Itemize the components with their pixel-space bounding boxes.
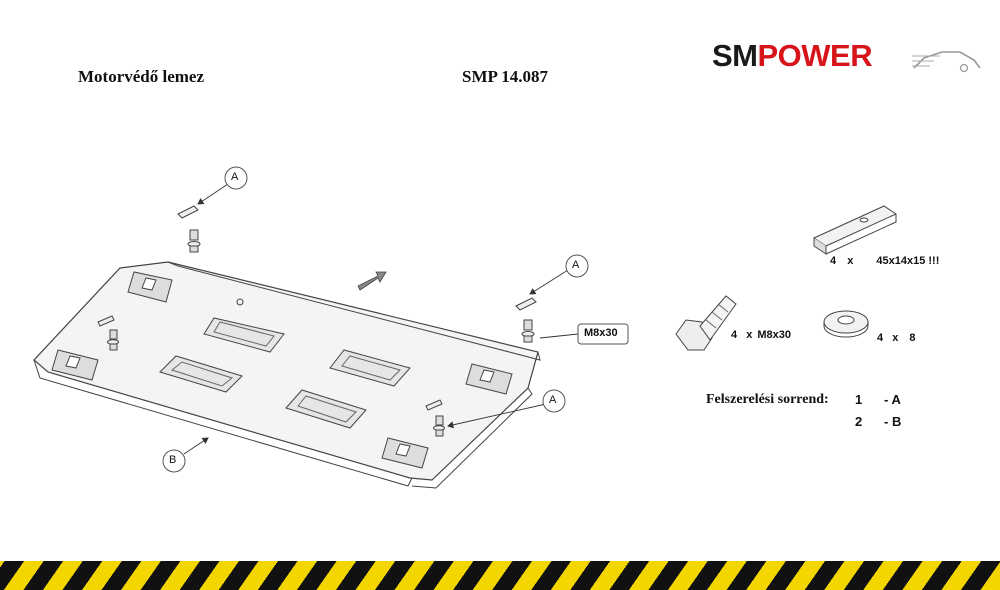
washer-part bbox=[823, 310, 869, 338]
embossed-panel bbox=[329, 349, 411, 387]
bolt-label: 4 x M8x30 bbox=[731, 329, 821, 341]
install-order-row-2-num: 2 bbox=[855, 414, 863, 429]
skid-plate bbox=[33, 261, 541, 489]
bolt-assembly-top bbox=[177, 205, 201, 253]
spacer-plate-x: x bbox=[847, 255, 854, 267]
part-code: SMP 14.087 bbox=[462, 67, 548, 86]
callout-a-top: A bbox=[231, 171, 239, 183]
logo-text-power: POWER bbox=[757, 38, 873, 73]
corner-bracket bbox=[465, 363, 513, 395]
spacer-plate-qty: 4 bbox=[830, 255, 837, 267]
install-order-row-1-letter: - A bbox=[884, 392, 901, 407]
embossed-panel bbox=[203, 317, 285, 353]
logo-text-sm: SM bbox=[712, 38, 758, 73]
embossed-panel bbox=[159, 355, 243, 393]
bolt-assembly-left bbox=[97, 315, 119, 351]
direction-arrow-icon bbox=[357, 271, 387, 291]
document-title: Motorvédő lemez bbox=[78, 67, 205, 86]
washer-qty: 4 bbox=[877, 332, 884, 344]
bolt-assembly-bottom bbox=[425, 399, 445, 437]
install-order-row-2-letter: - B bbox=[884, 414, 902, 429]
install-order-row-1-num: 1 bbox=[855, 392, 863, 407]
bolt-qty: 4 bbox=[731, 329, 738, 341]
washer-size: 8 bbox=[909, 332, 916, 344]
bolt-size: M8x30 bbox=[757, 329, 792, 341]
callout-a-bottom: A bbox=[549, 394, 557, 406]
smpower-logo: SMPOWER bbox=[712, 38, 982, 84]
washer-x: x bbox=[892, 332, 899, 344]
callout-bolt-size: M8x30 bbox=[584, 327, 618, 339]
spacer-plate-label: 4 x 45x14x15 !!! bbox=[830, 255, 970, 267]
callout-b: B bbox=[169, 454, 177, 466]
washer-label: 4 x 8 bbox=[877, 332, 937, 344]
callout-a-right: A bbox=[572, 259, 580, 271]
car-silhouette-icon bbox=[912, 51, 981, 73]
hazard-stripe-footer bbox=[0, 561, 1000, 590]
spacer-plate-part bbox=[812, 205, 898, 255]
embossed-panel bbox=[285, 389, 367, 429]
hex-bolt-part bbox=[675, 295, 737, 351]
spacer-plate-size: 45x14x15 !!! bbox=[876, 255, 940, 267]
install-order-label: Felszerelési sorrend: bbox=[706, 392, 829, 407]
corner-bracket bbox=[127, 271, 173, 303]
corner-bracket bbox=[381, 437, 429, 469]
corner-bracket bbox=[51, 349, 99, 381]
bolt-assembly-right bbox=[515, 297, 537, 343]
bolt-x: x bbox=[746, 329, 753, 341]
skid-plate-drawing bbox=[33, 166, 898, 489]
